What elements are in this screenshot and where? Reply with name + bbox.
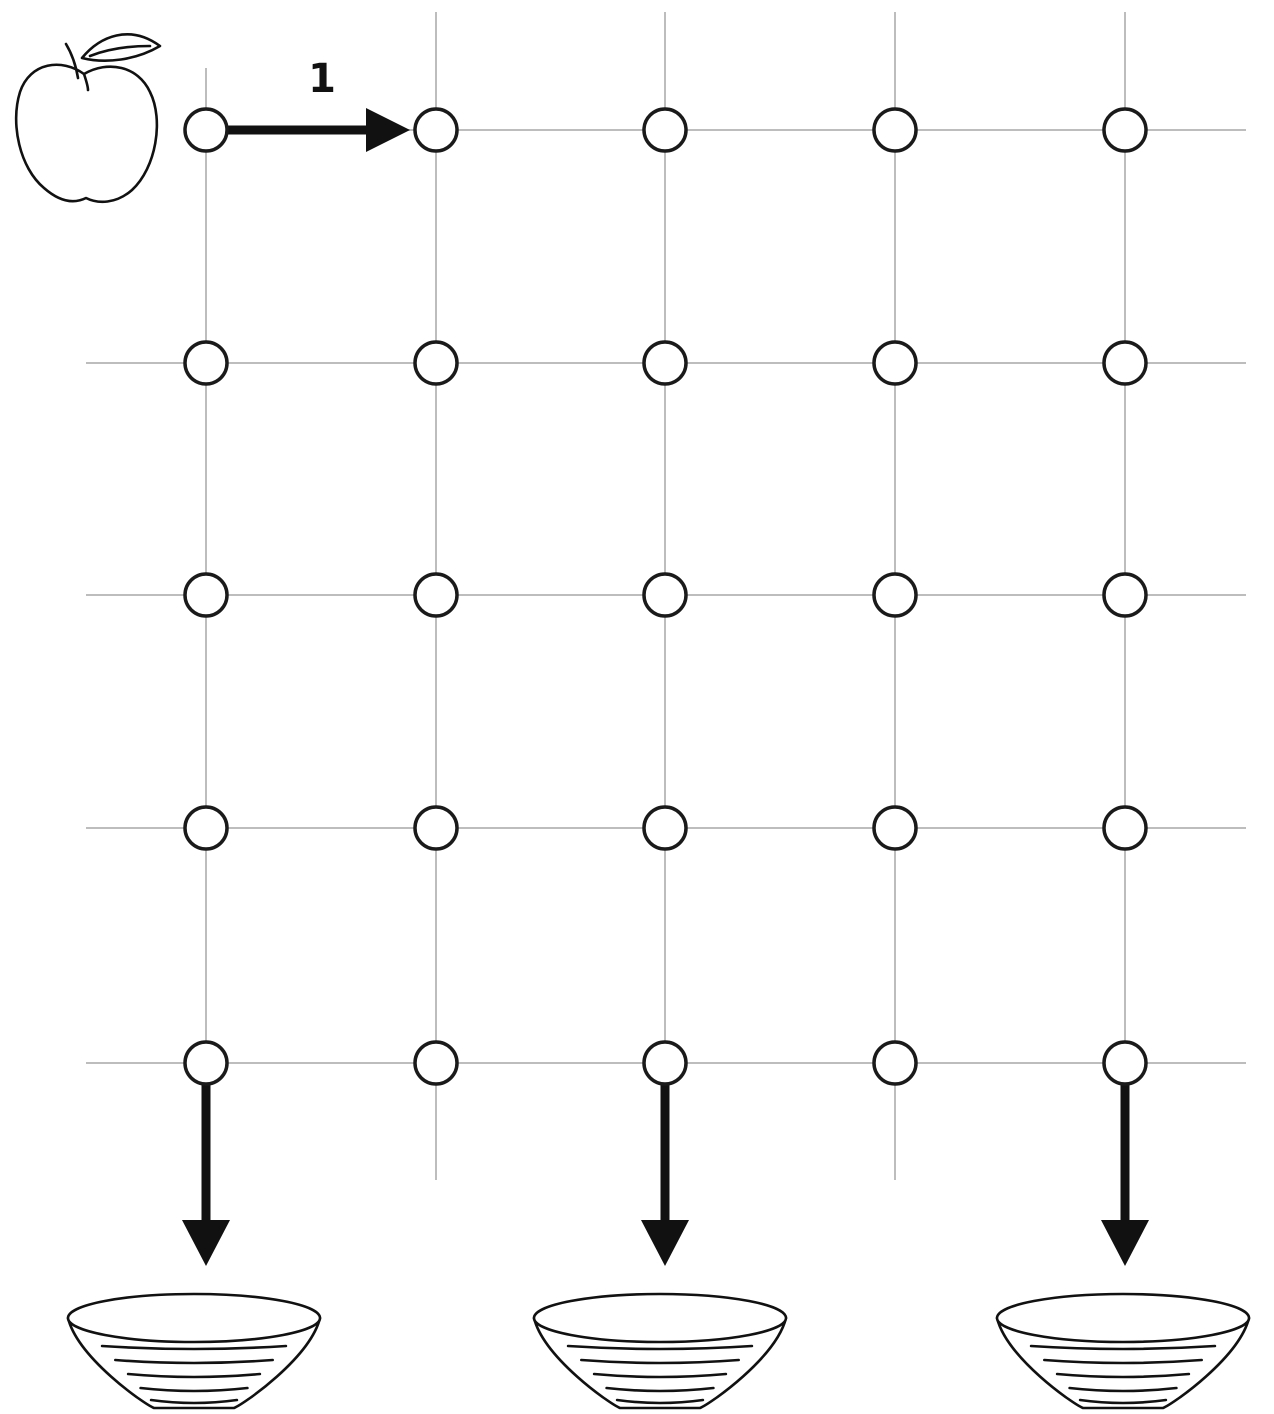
grid-node	[1102, 572, 1148, 618]
grid-node	[1102, 107, 1148, 153]
grid-nodes	[183, 107, 1148, 1086]
grid-node	[642, 340, 688, 386]
grid-node	[872, 805, 918, 851]
exit-arrows	[182, 1084, 1149, 1266]
grid-node	[872, 340, 918, 386]
grid-node	[413, 340, 459, 386]
bowl-icon	[995, 1292, 1251, 1410]
exit-arrow-head	[1101, 1220, 1149, 1266]
move-arrow-head	[366, 108, 410, 152]
grid-node	[1102, 340, 1148, 386]
grid-node	[872, 107, 918, 153]
exit-arrow-head	[182, 1220, 230, 1266]
exit-arrow	[1101, 1084, 1149, 1266]
grid-node	[183, 572, 229, 618]
grid-node	[183, 805, 229, 851]
apple-icon	[14, 33, 162, 204]
bowl-icon	[532, 1292, 788, 1410]
grid-node	[642, 1040, 688, 1086]
grid-node	[413, 107, 459, 153]
grid-node	[183, 340, 229, 386]
grid-node	[642, 107, 688, 153]
grid-node	[872, 1040, 918, 1086]
grid-node	[642, 805, 688, 851]
move-arrow: 1	[226, 56, 410, 152]
grid-node	[872, 572, 918, 618]
grid-node	[413, 572, 459, 618]
grid-node	[1102, 805, 1148, 851]
grid-node	[183, 107, 229, 153]
bowls	[66, 1292, 1251, 1410]
bowl-icon	[66, 1292, 322, 1410]
exit-arrow	[182, 1084, 230, 1266]
grid-node	[642, 572, 688, 618]
grid-node	[183, 1040, 229, 1086]
move-step-label: 1	[308, 56, 336, 102]
grid-node	[1102, 1040, 1148, 1086]
exit-arrow	[641, 1084, 689, 1266]
grid-node	[413, 805, 459, 851]
exit-arrow-head	[641, 1220, 689, 1266]
grid-node	[413, 1040, 459, 1086]
